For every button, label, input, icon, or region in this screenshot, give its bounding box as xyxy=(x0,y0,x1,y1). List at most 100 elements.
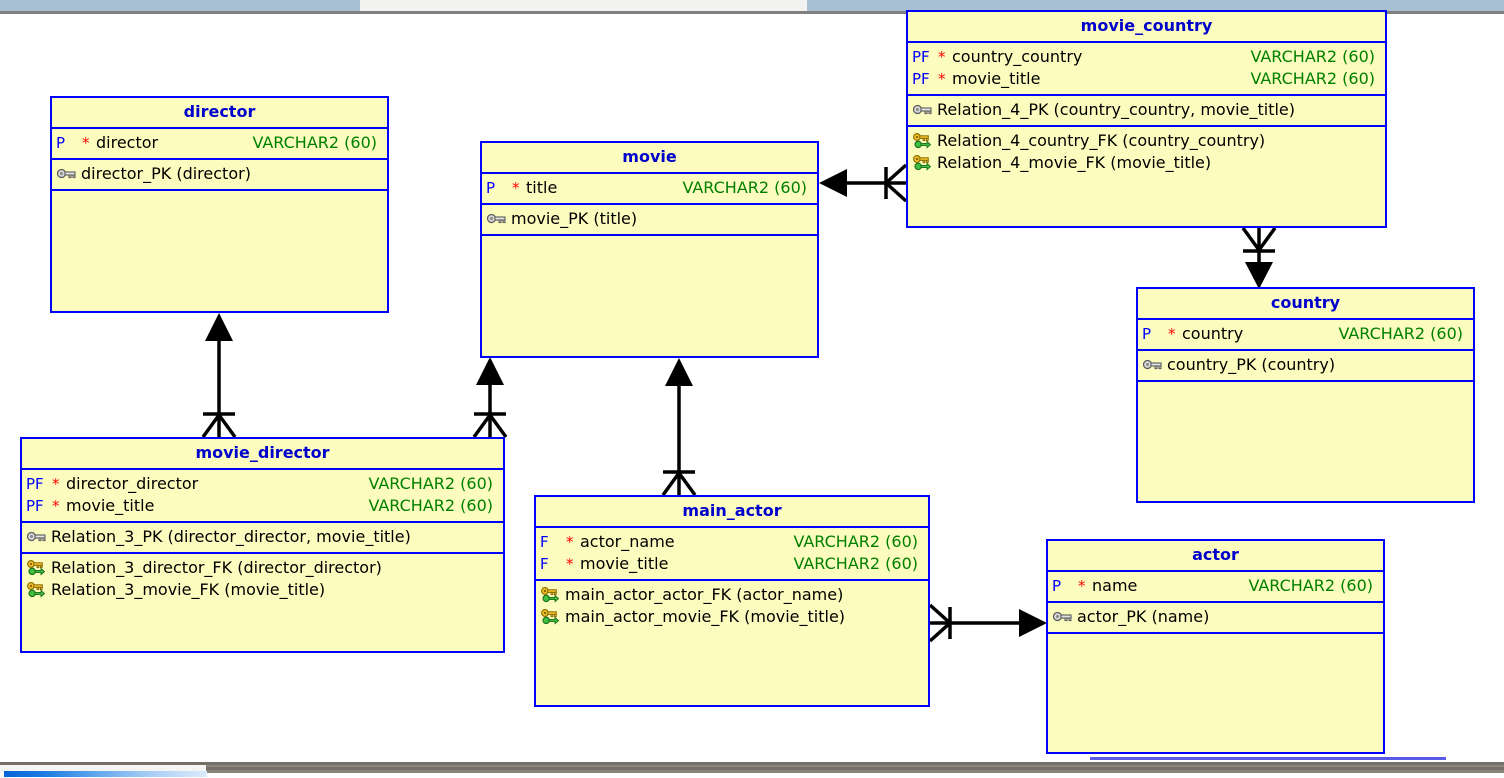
connector-movie-director-to-director xyxy=(201,313,237,439)
foreign-key-row[interactable]: main_actor_movie_FK (movie_title) xyxy=(536,606,928,628)
foreign-key-row[interactable]: main_actor_actor_FK (actor_name) xyxy=(536,584,928,606)
foreign-key-row[interactable]: Relation_3_movie_FK (movie_title) xyxy=(22,579,503,601)
pk-key-icon xyxy=(1143,357,1162,373)
window-bottom-divider xyxy=(0,762,1504,765)
primary-key-row[interactable]: director_PK (director) xyxy=(52,163,387,185)
foreign-key-section-main_actor: main_actor_actor_FK (actor_name) main_act… xyxy=(536,581,928,632)
attribute-datatype: VARCHAR2 (60) xyxy=(368,474,493,493)
attribute-mandatory-marker: * xyxy=(82,134,90,152)
primary-key-row[interactable]: actor_PK (name) xyxy=(1048,606,1383,628)
status-bar-left-panel xyxy=(0,765,206,773)
pk-key-icon xyxy=(1053,609,1072,625)
attribute-datatype: VARCHAR2 (60) xyxy=(1250,69,1375,88)
foreign-key-row[interactable]: Relation_4_movie_FK (movie_title) xyxy=(908,152,1385,174)
attribute-name: name xyxy=(1092,576,1138,595)
primary-key-label: country_PK (country) xyxy=(1167,355,1336,374)
attribute-key-marker: PF xyxy=(912,70,930,88)
window-top-divider xyxy=(0,11,1504,14)
primary-key-row[interactable]: movie_PK (title) xyxy=(482,208,817,230)
attribute-key-marker: P xyxy=(56,134,66,152)
pk-key-icon xyxy=(913,102,932,118)
entity-title-country: country xyxy=(1138,289,1473,320)
attribute-datatype: VARCHAR2 (60) xyxy=(793,554,918,573)
primary-key-section-director: director_PK (director) xyxy=(52,160,387,191)
fk-key-icon xyxy=(913,155,932,171)
foreign-key-section-movie_director: Relation_3_director_FK (director_directo… xyxy=(22,554,503,605)
attribute-name: movie_title xyxy=(580,554,669,573)
entity-title-director: director xyxy=(52,98,387,129)
attribute-datatype: VARCHAR2 (60) xyxy=(368,496,493,515)
foreign-key-label: Relation_3_director_FK (director_directo… xyxy=(51,558,382,577)
foreign-key-label: main_actor_actor_FK (actor_name) xyxy=(565,585,844,604)
attribute-key-marker: P xyxy=(486,179,496,197)
attribute-mandatory-marker: * xyxy=(512,179,520,197)
primary-key-row[interactable]: country_PK (country) xyxy=(1138,354,1473,376)
attribute-mandatory-marker: * xyxy=(938,70,946,88)
primary-key-row[interactable]: Relation_4_PK (country_country, movie_ti… xyxy=(908,99,1385,121)
attribute-key-marker: P xyxy=(1142,325,1152,343)
attribute-key-marker: PF xyxy=(912,48,930,66)
attribute-name: director xyxy=(96,133,159,152)
pk-key-icon xyxy=(487,211,506,227)
status-bar-divider xyxy=(206,767,1504,770)
entity-title-movie_country: movie_country xyxy=(908,12,1385,43)
foreign-key-label: Relation_4_movie_FK (movie_title) xyxy=(937,153,1212,172)
attribute-mandatory-marker: * xyxy=(1078,577,1086,595)
progress-bar xyxy=(4,771,207,777)
attribute-key-marker: PF xyxy=(26,497,44,515)
fk-key-icon xyxy=(27,582,46,598)
attribute-datatype: VARCHAR2 (60) xyxy=(252,133,377,152)
attribute-name: title xyxy=(526,178,558,197)
attribute-datatype: VARCHAR2 (60) xyxy=(1248,576,1373,595)
fk-key-icon xyxy=(541,609,560,625)
primary-key-section-movie_director: Relation_3_PK (director_director, movie_… xyxy=(22,523,503,554)
primary-key-section-movie: movie_PK (title) xyxy=(482,205,817,236)
attribute-name: director_director xyxy=(66,474,199,493)
attribute-name: movie_title xyxy=(66,496,155,515)
foreign-key-label: Relation_3_movie_FK (movie_title) xyxy=(51,580,326,599)
connector-movie-director-to-movie xyxy=(472,357,508,439)
attribute-datatype: VARCHAR2 (60) xyxy=(1338,324,1463,343)
primary-key-label: Relation_4_PK (country_country, movie_ti… xyxy=(937,100,1295,119)
attribute-section-director: P * director VARCHAR2 (60) xyxy=(52,129,387,160)
attribute-datatype: VARCHAR2 (60) xyxy=(793,532,918,551)
fk-key-icon xyxy=(913,133,932,149)
attribute-name: actor_name xyxy=(580,532,675,551)
primary-key-section-movie_country: Relation_4_PK (country_country, movie_ti… xyxy=(908,96,1385,127)
primary-key-row[interactable]: Relation_3_PK (director_director, movie_… xyxy=(22,526,503,548)
foreign-key-label: main_actor_movie_FK (movie_title) xyxy=(565,607,846,626)
fk-key-icon xyxy=(541,587,560,603)
attribute-key-marker: F xyxy=(540,555,549,573)
foreign-key-row[interactable]: Relation_4_country_FK (country_country) xyxy=(908,130,1385,152)
primary-key-label: actor_PK (name) xyxy=(1077,607,1210,626)
connector-main-actor-to-actor xyxy=(928,603,1047,643)
connector-movie-country-to-country xyxy=(1241,226,1277,289)
primary-key-label: Relation_3_PK (director_director, movie_… xyxy=(51,527,411,546)
attribute-row[interactable]: P * director VARCHAR2 (60) xyxy=(52,132,387,154)
foreign-key-row[interactable]: Relation_3_director_FK (director_directo… xyxy=(22,557,503,579)
primary-key-section-country: country_PK (country) xyxy=(1138,351,1473,382)
attribute-mandatory-marker: * xyxy=(566,533,574,551)
